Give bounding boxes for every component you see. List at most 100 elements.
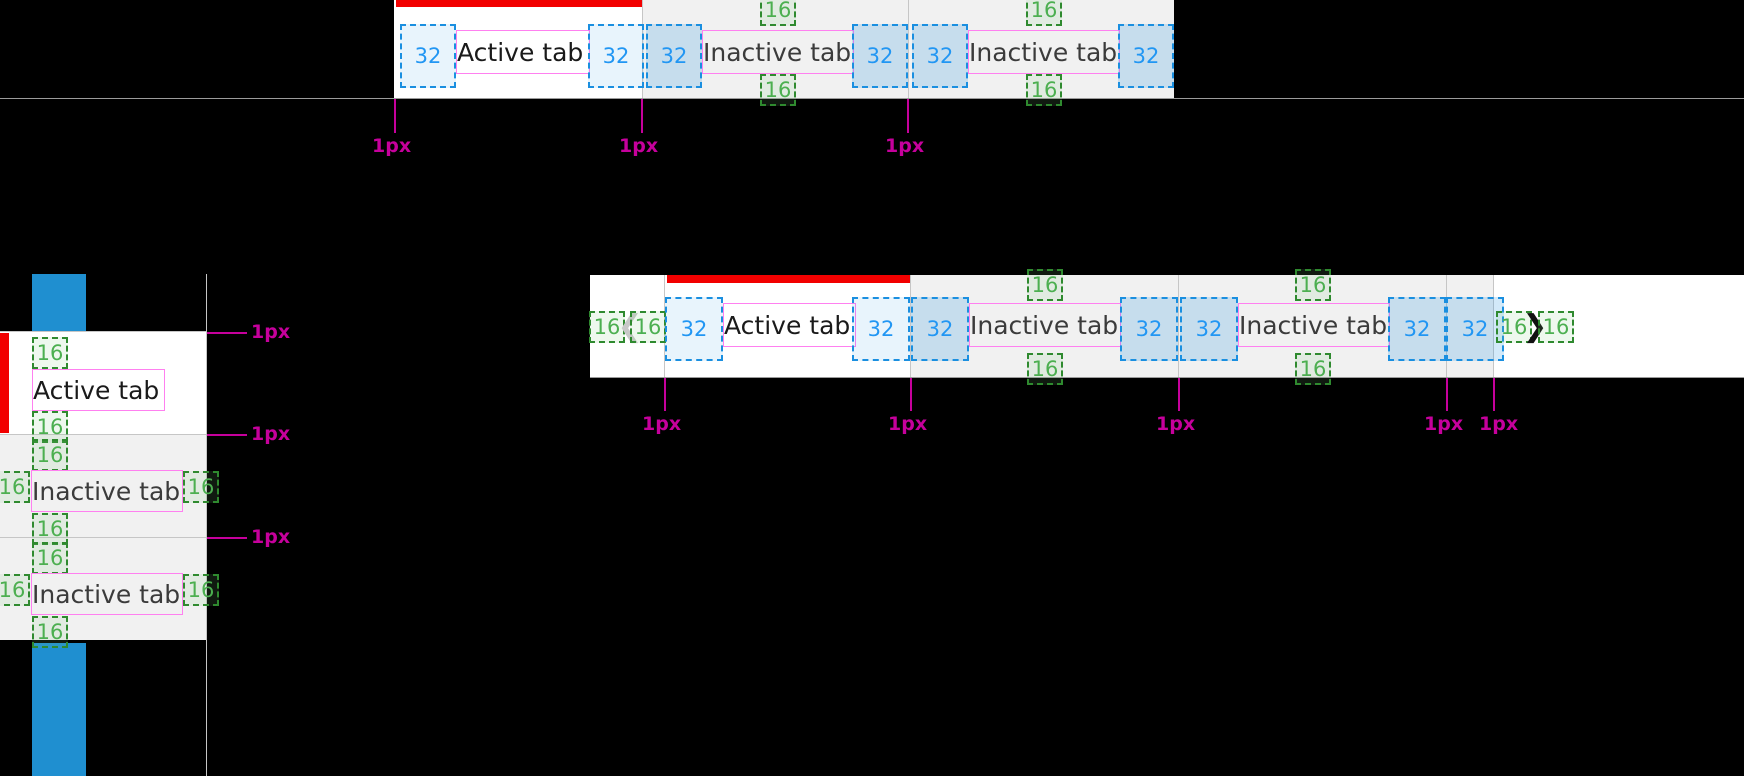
spacing-value: 32 bbox=[1132, 44, 1160, 68]
tab-label-box[interactable]: Inactive tab bbox=[969, 303, 1121, 347]
blue-overlay-block bbox=[32, 643, 86, 776]
list-right-border bbox=[206, 274, 207, 776]
spacing-value: 16 bbox=[764, 0, 792, 22]
chevron-left-icon[interactable]: ❮ bbox=[617, 309, 643, 344]
vertical-tab-list-spec: 16 Active tab 16 16 16 Inactive tab 16 1… bbox=[0, 265, 320, 776]
spacing-box-32: 32 bbox=[1118, 24, 1174, 88]
spacing-box-16: 16 bbox=[32, 439, 68, 471]
callout-label: 1px bbox=[251, 423, 291, 445]
tab-label: Inactive tab bbox=[32, 476, 181, 506]
callout-label: 1px bbox=[1479, 413, 1519, 435]
tab-label-box[interactable]: Inactive tab bbox=[1238, 303, 1390, 347]
spacing-box-16: 16 bbox=[183, 574, 219, 606]
tab-divider bbox=[0, 331, 206, 332]
spacing-box-16: 16 bbox=[1026, 0, 1062, 26]
right-active-tab-accent bbox=[667, 275, 910, 283]
tab-label-box[interactable]: Inactive tab bbox=[31, 470, 183, 512]
tab-label: Active tab bbox=[724, 310, 851, 340]
top-tab-strip-spec: 32 Active tab 32 32 Inactive tab 32 16 1… bbox=[0, 0, 1744, 170]
spacing-value: 16 bbox=[1299, 272, 1327, 297]
top-active-tab-background[interactable] bbox=[394, 0, 642, 98]
spacing-value: 16 bbox=[1500, 314, 1528, 339]
vertical-inactive-tab-background[interactable] bbox=[0, 435, 206, 537]
spacing-value: 16 bbox=[187, 577, 215, 602]
spacing-box-16: 16 bbox=[630, 311, 666, 343]
tab-label: Inactive tab bbox=[970, 310, 1119, 340]
spacing-value: 16 bbox=[1030, 77, 1058, 102]
vertical-inactive-tab-background[interactable] bbox=[0, 538, 206, 640]
tab-label-box[interactable]: Inactive tab bbox=[31, 573, 183, 615]
tab-divider bbox=[0, 537, 206, 538]
spacing-value: 16 bbox=[1030, 0, 1058, 22]
tab-label-box[interactable]: Inactive tab bbox=[968, 30, 1120, 74]
spacing-value: 32 bbox=[1461, 317, 1489, 341]
tab-divider bbox=[908, 0, 909, 98]
spacing-box-16: 16 bbox=[0, 471, 30, 503]
spacing-value: 32 bbox=[926, 317, 954, 341]
spacing-box-16: 16 bbox=[32, 513, 68, 545]
spacing-box-32: 32 bbox=[588, 24, 644, 88]
spacing-box-16: 16 bbox=[1026, 74, 1062, 106]
callout-label: 1px bbox=[1156, 413, 1196, 435]
spacing-value: 16 bbox=[764, 77, 792, 102]
chevron-right-icon[interactable]: ❯ bbox=[1522, 309, 1548, 344]
tab-divider bbox=[0, 434, 206, 435]
spacing-value: 32 bbox=[414, 44, 442, 68]
callout-label: 1px bbox=[642, 413, 682, 435]
spacing-value: 16 bbox=[593, 314, 621, 339]
callout-label: 1px bbox=[372, 135, 412, 157]
spacing-value: 32 bbox=[866, 44, 894, 68]
scroll-right-divider bbox=[1493, 275, 1494, 377]
spacing-box-16: 16 bbox=[1027, 353, 1063, 385]
callout-label: 1px bbox=[1424, 413, 1464, 435]
spacing-box-32: 32 bbox=[1180, 297, 1238, 361]
top-active-tab-accent bbox=[396, 0, 642, 7]
spacing-box-32: 32 bbox=[852, 24, 908, 88]
tab-label-box[interactable]: Active tab bbox=[32, 369, 165, 411]
callout-label: 1px bbox=[885, 135, 925, 157]
tab-label-box[interactable]: Active tab bbox=[456, 30, 590, 74]
tab-divider bbox=[1178, 275, 1179, 377]
spacing-box-32: 32 bbox=[852, 297, 910, 361]
tab-label-box[interactable]: Inactive tab bbox=[702, 30, 854, 74]
tab-divider bbox=[910, 275, 911, 377]
callout-label: 1px bbox=[251, 526, 291, 548]
spacing-value: 16 bbox=[1299, 356, 1327, 381]
spacing-value: 32 bbox=[602, 44, 630, 68]
vertical-active-tab-background[interactable] bbox=[0, 332, 206, 434]
spacing-box-32: 32 bbox=[911, 297, 969, 361]
spacing-box-16: 16 bbox=[32, 411, 68, 443]
spacing-box-16: 16 bbox=[1027, 269, 1063, 301]
spacing-box-32: 32 bbox=[665, 297, 723, 361]
vertical-active-tab-accent bbox=[0, 333, 9, 433]
spacing-value: 16 bbox=[187, 474, 215, 499]
spacing-box-32: 32 bbox=[1120, 297, 1178, 361]
spacing-box-16: 16 bbox=[32, 542, 68, 574]
spacing-box-32: 32 bbox=[1446, 297, 1504, 361]
tab-label: Active tab bbox=[33, 375, 160, 405]
spacing-box-32: 32 bbox=[912, 24, 968, 88]
spacing-box-16: 16 bbox=[760, 74, 796, 106]
scroll-right-button[interactable] bbox=[1494, 275, 1744, 377]
tab-label-box[interactable]: Active tab bbox=[723, 303, 856, 347]
spacing-value: 32 bbox=[926, 44, 954, 68]
scroll-left-button[interactable] bbox=[590, 275, 664, 377]
spacing-value: 32 bbox=[1403, 317, 1431, 341]
spacing-box-16: 16 bbox=[32, 337, 68, 369]
spacing-value: 16 bbox=[36, 340, 64, 365]
spacing-box-32: 32 bbox=[1388, 297, 1446, 361]
callout-label: 1px bbox=[619, 135, 659, 157]
tab-label: Inactive tab bbox=[969, 37, 1118, 67]
spacing-box-32: 32 bbox=[400, 24, 456, 88]
spacing-value: 16 bbox=[1542, 314, 1570, 339]
spacing-value: 16 bbox=[36, 442, 64, 467]
spacing-value: 16 bbox=[1031, 356, 1059, 381]
strip-bottom-rule bbox=[0, 98, 1744, 99]
spacing-box-16: 16 bbox=[32, 616, 68, 648]
spacing-value: 16 bbox=[36, 619, 64, 644]
spacing-box-32: 32 bbox=[646, 24, 702, 88]
spacing-value: 16 bbox=[36, 414, 64, 439]
spacing-box-16: 16 bbox=[589, 311, 625, 343]
callout-label: 1px bbox=[888, 413, 928, 435]
spacing-box-16: 16 bbox=[1496, 311, 1532, 343]
